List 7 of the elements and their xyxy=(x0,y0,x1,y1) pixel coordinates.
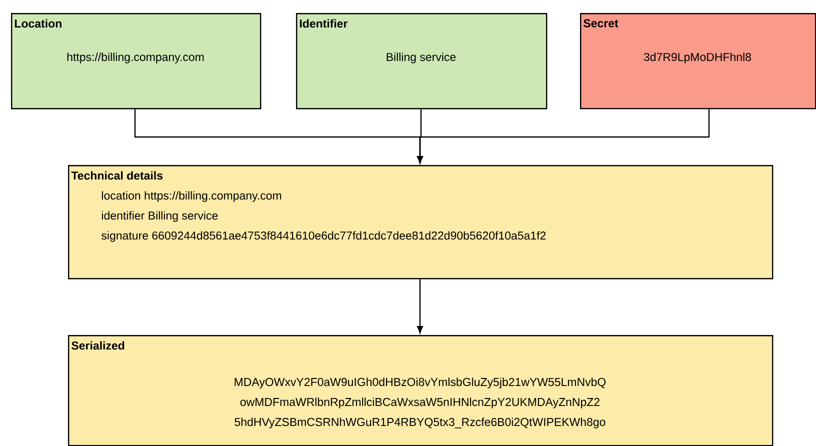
details-box: Technical details location https://billing.company.com identifier Billing service signature 6609244d8561ae4753f8441610e6dc77fd1cdc7dee81d22d90b5620f10a5a1f2 xyxy=(68,165,774,280)
arrow xyxy=(416,109,710,164)
field-box: Secret 3d7R9LpMoDHFhnl8 xyxy=(580,13,816,110)
field-box: Identifier Billing service xyxy=(296,13,548,110)
arrow xyxy=(416,279,424,334)
field-box: Location https://billing.company.com xyxy=(11,13,262,110)
field-box: Serialized MDAyOWxvY2F0aW9uIGh0dHBzOi8vYmlsbGluZy5jb21wYW55LmNvbQ owMDFmaWRlbnRpZmllciBCaWxsaW5nIHNlcnZpY2UKMDAyZnNpZ2 5hdHVyZSBmCSRNhWGuR1P4RBYQ5tx3_Rzcfe6B0i2QtWIPEKWh8go xyxy=(68,335,774,446)
